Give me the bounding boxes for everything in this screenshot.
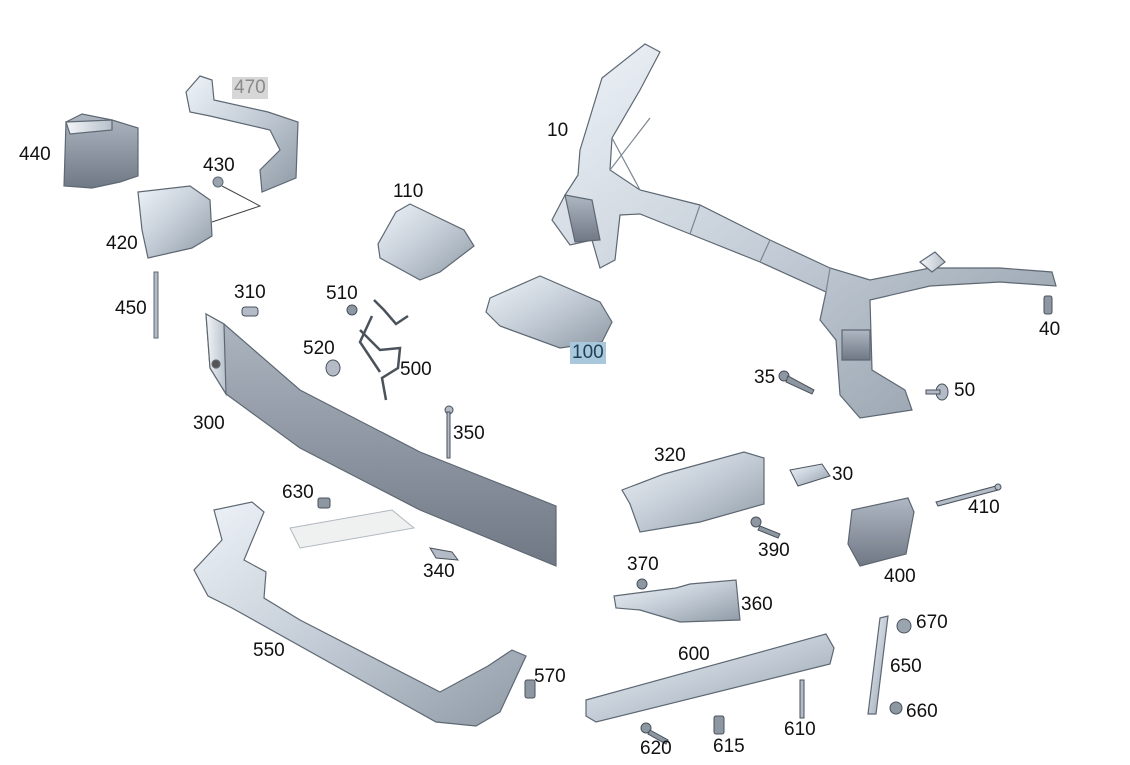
- part-label-510[interactable]: 510: [326, 283, 358, 304]
- part-610-bolt[interactable]: [799, 679, 805, 719]
- part-550-lower-carrier[interactable]: [193, 501, 527, 727]
- part-label-390[interactable]: 390: [758, 540, 790, 561]
- part-10-carrier-frame[interactable]: [551, 43, 1057, 419]
- part-label-410[interactable]: 410: [968, 497, 1000, 518]
- part-label-400[interactable]: 400: [884, 566, 916, 587]
- part-510-screw[interactable]: [346, 304, 358, 316]
- part-label-370[interactable]: 370: [627, 554, 659, 575]
- part-500-wire-bracket[interactable]: [358, 299, 409, 401]
- part-520-nut[interactable]: [325, 359, 341, 377]
- part-label-420[interactable]: 420: [106, 233, 138, 254]
- part-label-50[interactable]: 50: [954, 380, 976, 401]
- part-320-bracket[interactable]: [621, 451, 765, 533]
- part-label-500[interactable]: 500: [400, 359, 432, 380]
- part-label-320[interactable]: 320: [654, 445, 686, 466]
- part-450-bolt[interactable]: [153, 271, 159, 339]
- part-360-bracket[interactable]: [613, 579, 741, 623]
- part-label-660[interactable]: 660: [906, 701, 938, 722]
- part-label-40[interactable]: 40: [1039, 319, 1061, 340]
- part-430-bolt[interactable]: [211, 176, 262, 223]
- part-label-10[interactable]: 10: [547, 120, 569, 141]
- part-615-fastener[interactable]: [713, 715, 725, 735]
- part-label-570[interactable]: 570: [534, 666, 566, 687]
- part-600-rail[interactable]: [585, 633, 835, 723]
- part-350-bolt[interactable]: [444, 405, 454, 459]
- part-310-fastener[interactable]: [241, 306, 259, 317]
- part-label-350[interactable]: 350: [453, 423, 485, 444]
- part-410-bolt[interactable]: [935, 483, 1002, 507]
- part-label-310[interactable]: 310: [234, 282, 266, 303]
- part-110-air-duct[interactable]: [377, 203, 475, 281]
- part-400-bracket[interactable]: [847, 497, 915, 567]
- part-label-520[interactable]: 520: [303, 338, 335, 359]
- part-label-630[interactable]: 630: [282, 482, 314, 503]
- part-300-bumper-beam[interactable]: [205, 312, 557, 567]
- part-label-100[interactable]: 100: [570, 342, 606, 364]
- part-370-clip[interactable]: [636, 578, 648, 590]
- part-label-600[interactable]: 600: [678, 644, 710, 665]
- part-660-nut[interactable]: [889, 701, 903, 715]
- part-570-bolt[interactable]: [524, 679, 536, 699]
- part-390-bolt[interactable]: [750, 516, 781, 539]
- part-100-air-duct[interactable]: [485, 275, 613, 349]
- part-label-35[interactable]: 35: [754, 367, 776, 388]
- part-label-340[interactable]: 340: [423, 561, 455, 582]
- part-label-610[interactable]: 610: [784, 719, 816, 740]
- part-label-650[interactable]: 650: [890, 656, 922, 677]
- part-420-plate[interactable]: [137, 185, 213, 259]
- part-40-bolt[interactable]: [1043, 295, 1053, 315]
- part-label-670[interactable]: 670: [916, 612, 948, 633]
- part-630-fastener[interactable]: [317, 497, 331, 509]
- part-label-30[interactable]: 30: [832, 464, 854, 485]
- part-35-bolt[interactable]: [778, 370, 815, 395]
- part-label-470[interactable]: 470: [232, 77, 268, 99]
- part-670-nut[interactable]: [896, 618, 912, 634]
- part-label-550[interactable]: 550: [253, 640, 285, 661]
- part-label-450[interactable]: 450: [115, 298, 147, 319]
- part-label-110[interactable]: 110: [393, 181, 424, 202]
- part-50-fastener[interactable]: [925, 383, 949, 401]
- part-label-300[interactable]: 300: [193, 413, 225, 434]
- part-650-strap[interactable]: [867, 615, 889, 715]
- part-30-clip[interactable]: [789, 463, 831, 487]
- part-440-bracket[interactable]: [63, 113, 139, 189]
- part-light-panel[interactable]: [289, 509, 416, 549]
- part-label-360[interactable]: 360: [741, 594, 773, 615]
- part-label-430[interactable]: 430: [203, 155, 235, 176]
- part-470-bracket[interactable]: [185, 75, 299, 193]
- part-label-620[interactable]: 620: [640, 738, 672, 759]
- part-620-bolt[interactable]: [640, 722, 669, 745]
- part-label-440[interactable]: 440: [19, 144, 51, 165]
- part-label-615[interactable]: 615: [713, 736, 745, 757]
- part-340-clip[interactable]: [429, 547, 460, 561]
